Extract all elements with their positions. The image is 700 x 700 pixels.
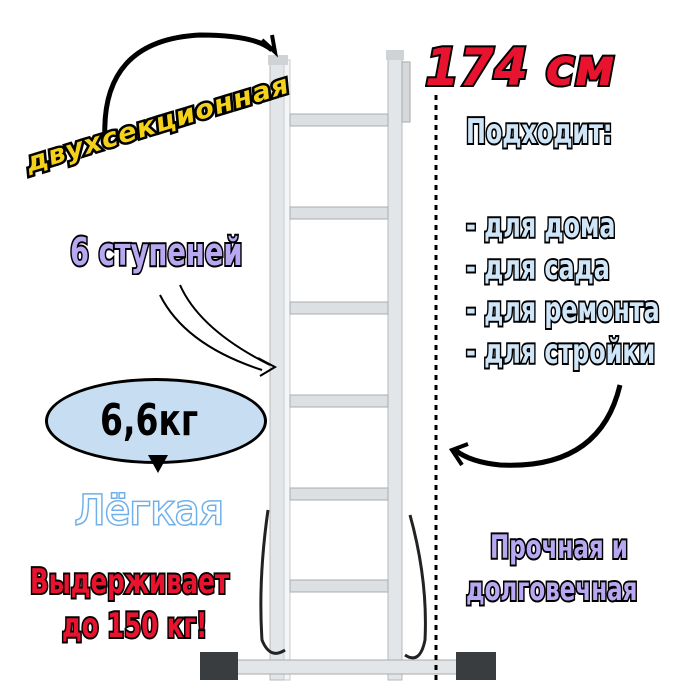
suits-title: Подходит: bbox=[465, 110, 614, 154]
suits-item: - для стройки bbox=[465, 330, 657, 374]
suits-item: - для ремонта bbox=[465, 288, 661, 332]
weight-label: 6,6кг bbox=[100, 395, 199, 446]
ladder-straps bbox=[259, 509, 427, 660]
arrow-icon bbox=[159, 284, 278, 377]
weight-bubble bbox=[45, 378, 267, 464]
bubble-tail bbox=[148, 455, 168, 473]
light-label: Лёгкая bbox=[73, 487, 224, 536]
ladder-rails bbox=[268, 50, 411, 681]
arrow-icon bbox=[448, 384, 623, 468]
suits-item: - для сада bbox=[465, 246, 612, 290]
ladder-rungs bbox=[289, 113, 389, 593]
height-label: 174 см bbox=[423, 36, 617, 100]
steps-label: 6 ступеней bbox=[69, 228, 244, 276]
durable-label-line2: долговечная bbox=[465, 568, 639, 610]
suits-item: - для дома bbox=[465, 204, 617, 248]
arrow-icon bbox=[102, 32, 278, 141]
capacity-label-line1: Выдерживает bbox=[29, 560, 231, 604]
ladder-base bbox=[200, 652, 496, 680]
capacity-label-line2: до 150 кг! bbox=[61, 604, 209, 648]
durable-label-line1: Прочная и bbox=[489, 526, 630, 568]
